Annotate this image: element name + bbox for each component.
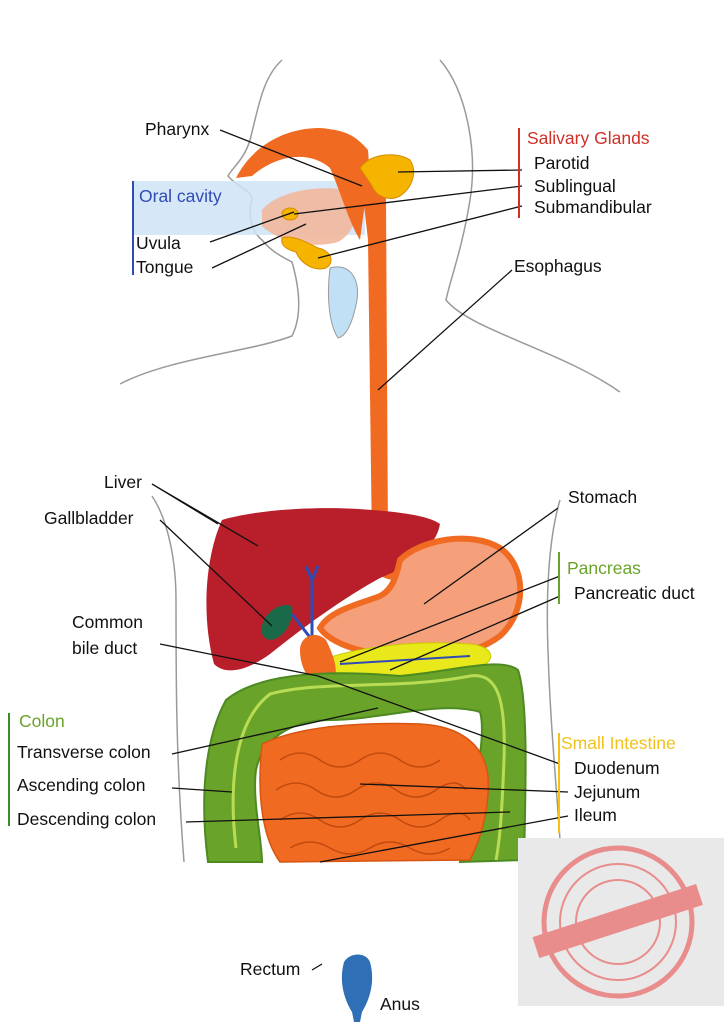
label-oral-cavity: Oral cavity bbox=[139, 186, 222, 206]
label-pharynx: Pharynx bbox=[145, 119, 210, 139]
pharynx-shape bbox=[236, 128, 369, 240]
label-descending-colon: Descending colon bbox=[17, 809, 157, 829]
label-gallbladder: Gallbladder bbox=[44, 508, 134, 528]
rectum-shape bbox=[341, 954, 373, 1022]
label-stomach: Stomach bbox=[568, 487, 638, 507]
small-intestine-folds bbox=[275, 752, 471, 855]
watermark-stamp bbox=[532, 845, 703, 999]
esophagus-shape bbox=[360, 170, 404, 580]
small-intestine-group-bar bbox=[558, 733, 560, 833]
watermark-panel bbox=[518, 838, 724, 1006]
label-common-bile-duct-line2: bile duct bbox=[72, 638, 138, 658]
submandibular-gland bbox=[281, 236, 332, 270]
label-jejunum: Jejunum bbox=[574, 782, 641, 802]
label-duodenum: Duodenum bbox=[574, 758, 660, 778]
label-colon: Colon bbox=[19, 711, 65, 731]
oral-group-bar bbox=[132, 181, 134, 275]
label-parotid: Parotid bbox=[534, 153, 590, 173]
colon-centerline bbox=[231, 674, 506, 861]
gallbladder-shape bbox=[261, 604, 293, 640]
pancreas-group-bar bbox=[558, 552, 560, 604]
label-tongue: Tongue bbox=[136, 257, 194, 277]
label-liver: Liver bbox=[104, 472, 142, 492]
label-pancreatic-duct: Pancreatic duct bbox=[574, 583, 695, 603]
label-ascending-colon: Ascending colon bbox=[17, 775, 146, 795]
small-intestine-shape bbox=[259, 722, 490, 863]
label-small-intestine: Small Intestine bbox=[561, 733, 676, 753]
label-sublingual: Sublingual bbox=[534, 176, 616, 196]
label-pancreas: Pancreas bbox=[567, 558, 641, 578]
colon-shape bbox=[203, 663, 527, 864]
salivary-group-bar bbox=[518, 128, 520, 218]
pancreatic-duct-line bbox=[339, 655, 471, 665]
label-transverse-colon: Transverse colon bbox=[17, 742, 151, 762]
colon-group-bar bbox=[8, 713, 10, 826]
trachea-shape bbox=[327, 266, 358, 339]
label-esophagus: Esophagus bbox=[514, 256, 602, 276]
leader-lines bbox=[151, 129, 569, 971]
label-rectum: Rectum bbox=[240, 959, 301, 979]
label-common-bile-duct-line1: Common bbox=[72, 612, 143, 632]
label-uvula: Uvula bbox=[136, 233, 181, 253]
parotid-gland bbox=[359, 154, 415, 199]
label-salivary-glands: Salivary Glands bbox=[527, 128, 650, 148]
label-anus: Anus bbox=[380, 994, 420, 1014]
label-submandibular: Submandibular bbox=[534, 197, 652, 217]
tongue-shape bbox=[262, 188, 356, 245]
label-ileum: Ileum bbox=[574, 805, 617, 825]
